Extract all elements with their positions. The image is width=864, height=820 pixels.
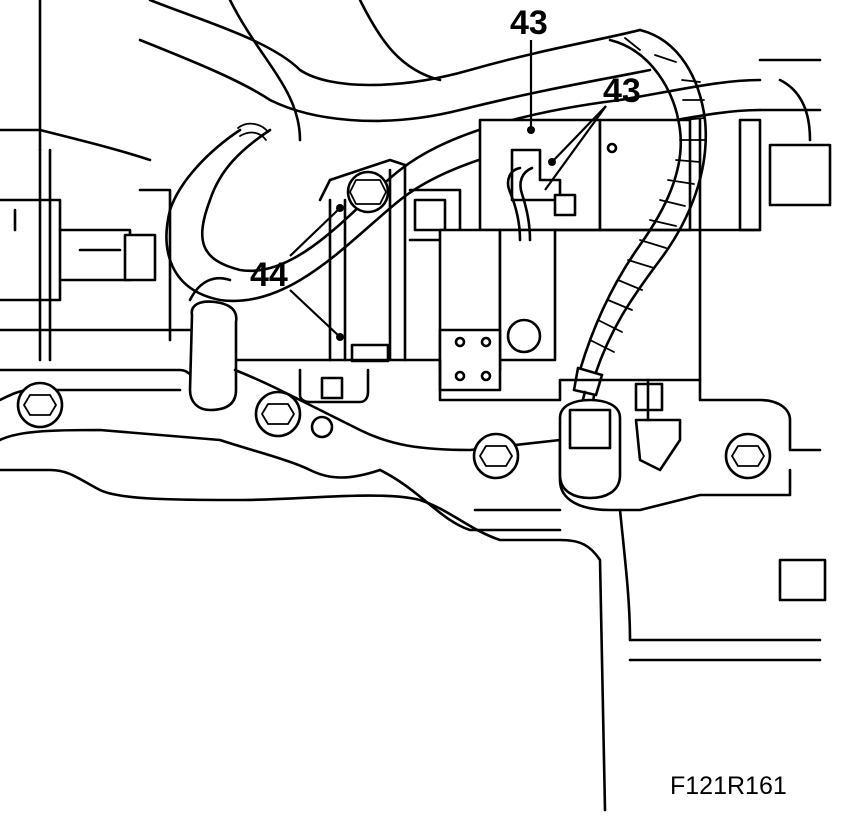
callout-43-top-label: 43 bbox=[510, 4, 548, 42]
bolt-1 bbox=[16, 381, 64, 429]
center-bracket-44 bbox=[318, 158, 407, 363]
callout-44: 44 bbox=[250, 204, 344, 341]
callout-43-right-label: 43 bbox=[603, 72, 641, 110]
bolt-4 bbox=[724, 432, 772, 480]
bolt-3 bbox=[472, 432, 520, 480]
transmission-casing bbox=[0, 276, 827, 812]
callout-43-top: 43 bbox=[510, 4, 548, 134]
bolt-2 bbox=[254, 390, 302, 438]
bolt-hole bbox=[310, 415, 334, 439]
callout-43-right: 43 bbox=[544, 72, 641, 191]
upper-hose-assembly bbox=[0, 0, 832, 303]
callout-44-label: 44 bbox=[250, 256, 288, 294]
figure-id: F121R161 bbox=[670, 772, 787, 800]
bolts bbox=[16, 381, 772, 480]
wiring-harness bbox=[572, 28, 708, 412]
left-bracket bbox=[0, 148, 202, 362]
